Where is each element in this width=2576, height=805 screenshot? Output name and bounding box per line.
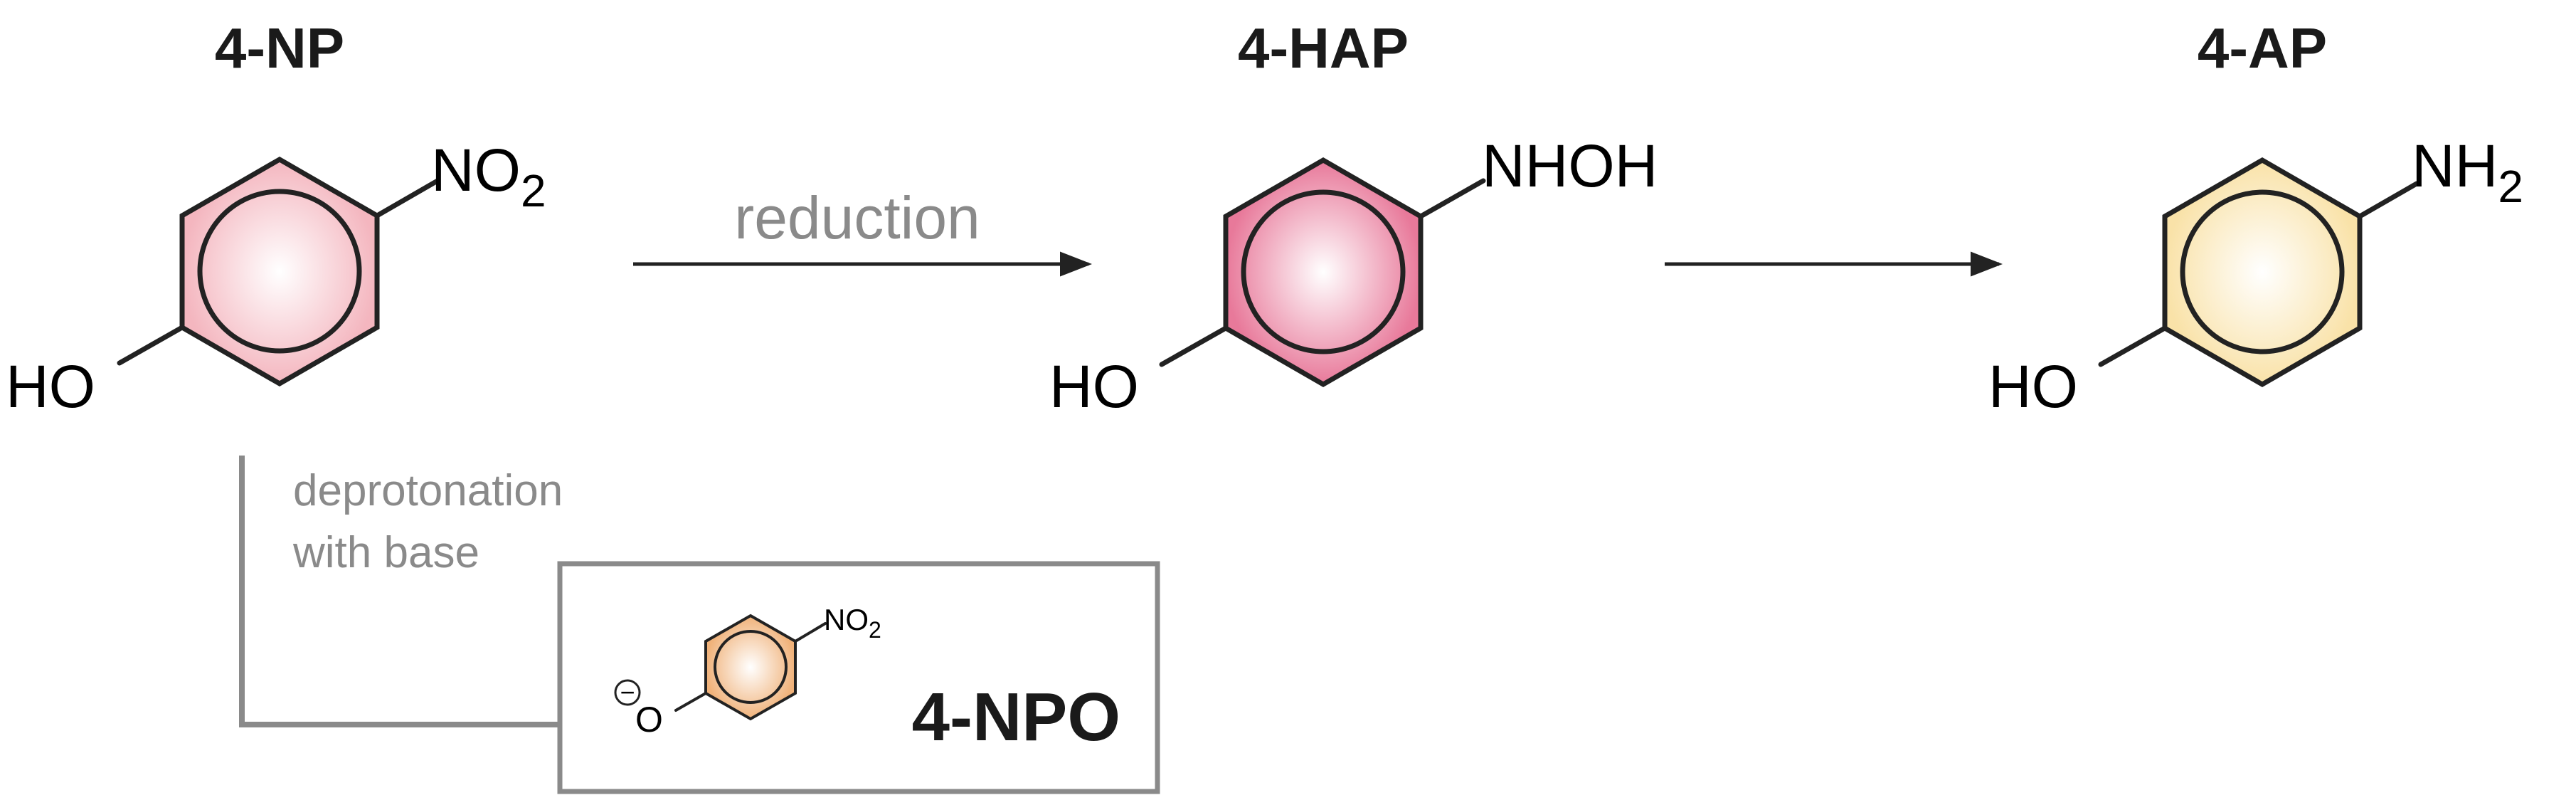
hydroxylamine-label-4-hap: NHOH [1482, 132, 1658, 199]
oxide-bond-4-npo [674, 692, 707, 712]
compound-name-4-npo: 4-NPO [912, 679, 1120, 755]
hydroxylamine-bond-4-hap [1418, 178, 1486, 219]
deprotonation-branch: deprotonation with base [239, 456, 563, 727]
nitro-bond-4-np [374, 178, 440, 219]
compound-4-npo: NO2 O − 4-NPO [557, 561, 1160, 794]
compound-4-np: 4-NP NO2 HO [6, 16, 546, 420]
npo-box [557, 561, 1160, 794]
negative-charge-symbol: − [620, 678, 635, 707]
hydroxyl-label-4-hap: HO [1049, 353, 1139, 420]
deprotonation-label-line2: with base [292, 528, 479, 577]
aromatic-circle-4-np [197, 189, 362, 354]
hydroxyl-label-4-np: HO [6, 353, 95, 420]
hydroxyl-bond-4-np [117, 325, 185, 366]
nitro-bond-4-npo [794, 622, 827, 643]
negative-charge-circle [614, 679, 641, 706]
aromatic-circle-4-hap [1241, 189, 1406, 354]
amine-label-4-ap: NH2 [2412, 132, 2523, 212]
aromatic-circle-4-ap [2180, 189, 2345, 354]
reduction-label: reduction [734, 184, 980, 251]
reduction-step: reduction [633, 184, 1092, 277]
compound-4-hap: 4-HAP NHOH HO [1049, 16, 1658, 420]
hydroxyl-bond-4-hap [1159, 325, 1229, 367]
nitro-group-label-4-npo: NO2 [824, 603, 881, 643]
deprotonation-label-line1: deprotonation [293, 466, 563, 515]
hydroxyl-label-4-ap: HO [1988, 353, 2078, 420]
amine-bond-4-ap [2357, 181, 2419, 219]
deprotonation-connector [239, 456, 558, 727]
compound-name-4-hap: 4-HAP [1238, 16, 1409, 80]
hydroxyl-bond-4-ap [2098, 325, 2168, 367]
compound-name-4-np: 4-NP [215, 16, 344, 80]
compound-name-4-ap: 4-AP [2198, 16, 2327, 80]
oxide-label-4-npo: O [635, 700, 663, 740]
compound-4-ap: 4-AP NH2 HO [1988, 16, 2523, 420]
nitro-group-label-4-np: NO2 [431, 137, 546, 216]
aromatic-circle-4-npo [714, 630, 788, 704]
